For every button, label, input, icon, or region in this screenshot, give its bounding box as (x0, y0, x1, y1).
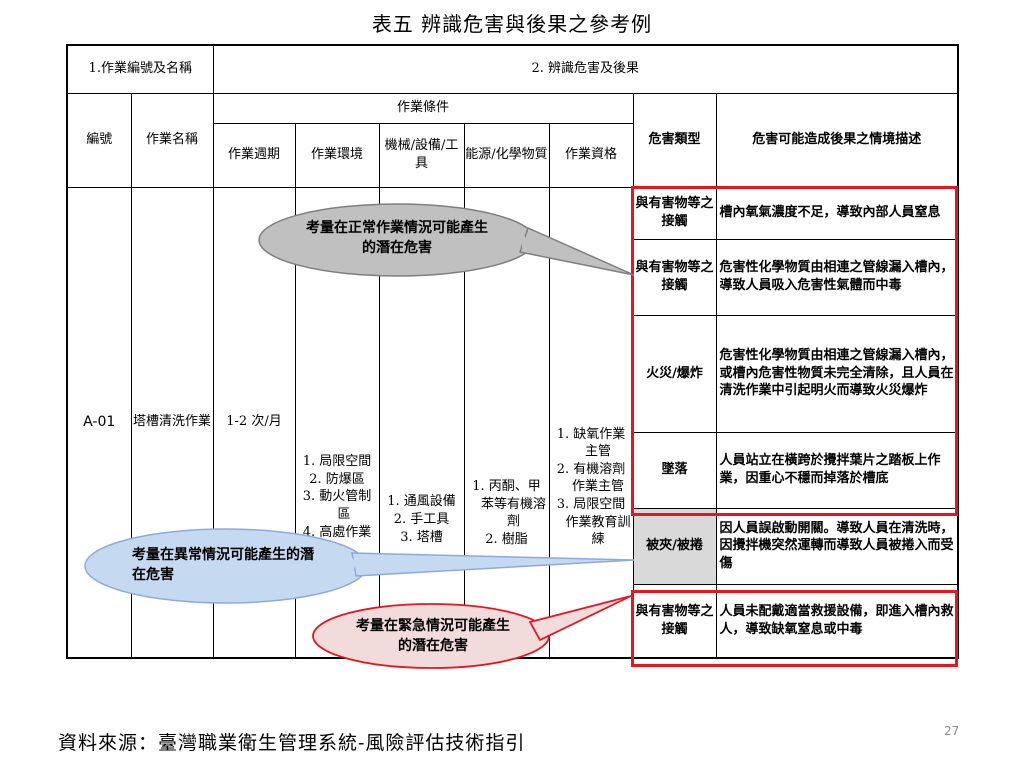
header-consequence: 危害可能造成後果之情境描述 (715, 92, 959, 188)
task-number: A-01 (66, 186, 132, 659)
consequence-cell: 危害性化學物質由相連之管線漏入槽內，導致人員吸入危害性氣體而中毒 (715, 238, 959, 316)
consequence-cell: 危害性化學物質由相連之管線漏入槽內，或槽內危害性物質未完全清除，且人員在清洗作業… (715, 314, 959, 433)
callout-normal: 考量在正常作業情況可能產生的潛在危害 (306, 220, 488, 257)
hazard-type-cell: 火災/爆炸 (632, 314, 717, 433)
energy-item: 1. 丙酮、甲苯等有機溶劑 (472, 479, 546, 530)
environment-item: 4. 高處作業 (302, 524, 372, 540)
task-name: 塔槽清洗作業 (130, 186, 214, 659)
header-number: 編號 (66, 92, 132, 188)
page-number: 27 (944, 724, 960, 738)
hazard-type-cell: 被夾/被捲 (632, 507, 717, 585)
consequence-cell: 因人員誤啟動開關。導致人員在清洗時，因攪拌機突然運轉而導致人員被捲入而受傷 (715, 507, 959, 585)
qualification-item: 3. 局限空間作業教育訓練 (556, 497, 631, 548)
machinery-item: 3. 塔槽 (400, 529, 443, 545)
energy-item: 2. 樹脂 (485, 531, 528, 547)
hazard-type-cell: 與有害物等之接觸 (632, 186, 717, 240)
header-machinery: 機械/設備/工具 (378, 122, 465, 188)
header-cycle: 作業週期 (212, 122, 296, 188)
header-task-id-name: 1.作業編號及名稱 (66, 44, 214, 94)
machinery-item: 2. 手工具 (393, 511, 450, 527)
slide-title: 表五 辨識危害與後果之參考例 (371, 12, 653, 36)
header-hazard-type: 危害類型 (632, 92, 717, 188)
source-footnote: 資料來源：臺灣職業衛生管理系統-風險評估技術指引 (58, 732, 526, 754)
header-conditions: 作業條件 (212, 92, 634, 124)
hazard-table: 1.作業編號及名稱 2. 辨識危害及後果 編號 作業名稱 作業條件 危害類型 危… (66, 44, 959, 659)
callout-abnormal: 考量在異常情況可能產生的潛在危害 (132, 547, 314, 584)
callout-emergency: 考量在緊急情況可能產生的潛在危害 (356, 618, 510, 655)
hazard-type-cell: 與有害物等之接觸 (632, 238, 717, 316)
header-identify-hazards: 2. 辨識危害及後果 (212, 44, 959, 94)
hazard-type-cell: 與有害物等之接觸 (632, 583, 717, 659)
header-qualification: 作業資格 (548, 122, 634, 188)
task-qualification: 1. 缺氧作業主管 2. 有機溶劑作業主管 3. 局限空間作業教育訓練 (548, 186, 634, 659)
environment-item: 3. 動火管制區 (302, 489, 372, 523)
consequence-cell: 槽內氧氣濃度不足，導致內部人員窒息 (715, 186, 959, 240)
header-task-name: 作業名稱 (130, 92, 214, 188)
qualification-item: 1. 缺氧作業主管 (556, 426, 626, 460)
consequence-cell: 人員站立在橫跨於攪拌葉片之踏板上作業，因重心不穩而掉落於槽底 (715, 431, 959, 509)
machinery-item: 1. 通風設備 (387, 494, 456, 510)
environment-item: 2. 防爆區 (309, 471, 365, 487)
header-environment: 作業環境 (294, 122, 380, 188)
qualification-item: 2. 有機溶劑作業主管 (556, 461, 626, 495)
task-cycle: 1-2 次/月 (212, 186, 296, 659)
header-energy: 能源/化學物質 (463, 122, 550, 188)
consequence-cell: 人員未配戴適當救援設備，即進入槽內救人，導致缺氧窒息或中毒 (715, 583, 959, 659)
environment-item: 1. 局限空間 (302, 454, 372, 470)
hazard-type-cell: 墜落 (632, 431, 717, 509)
